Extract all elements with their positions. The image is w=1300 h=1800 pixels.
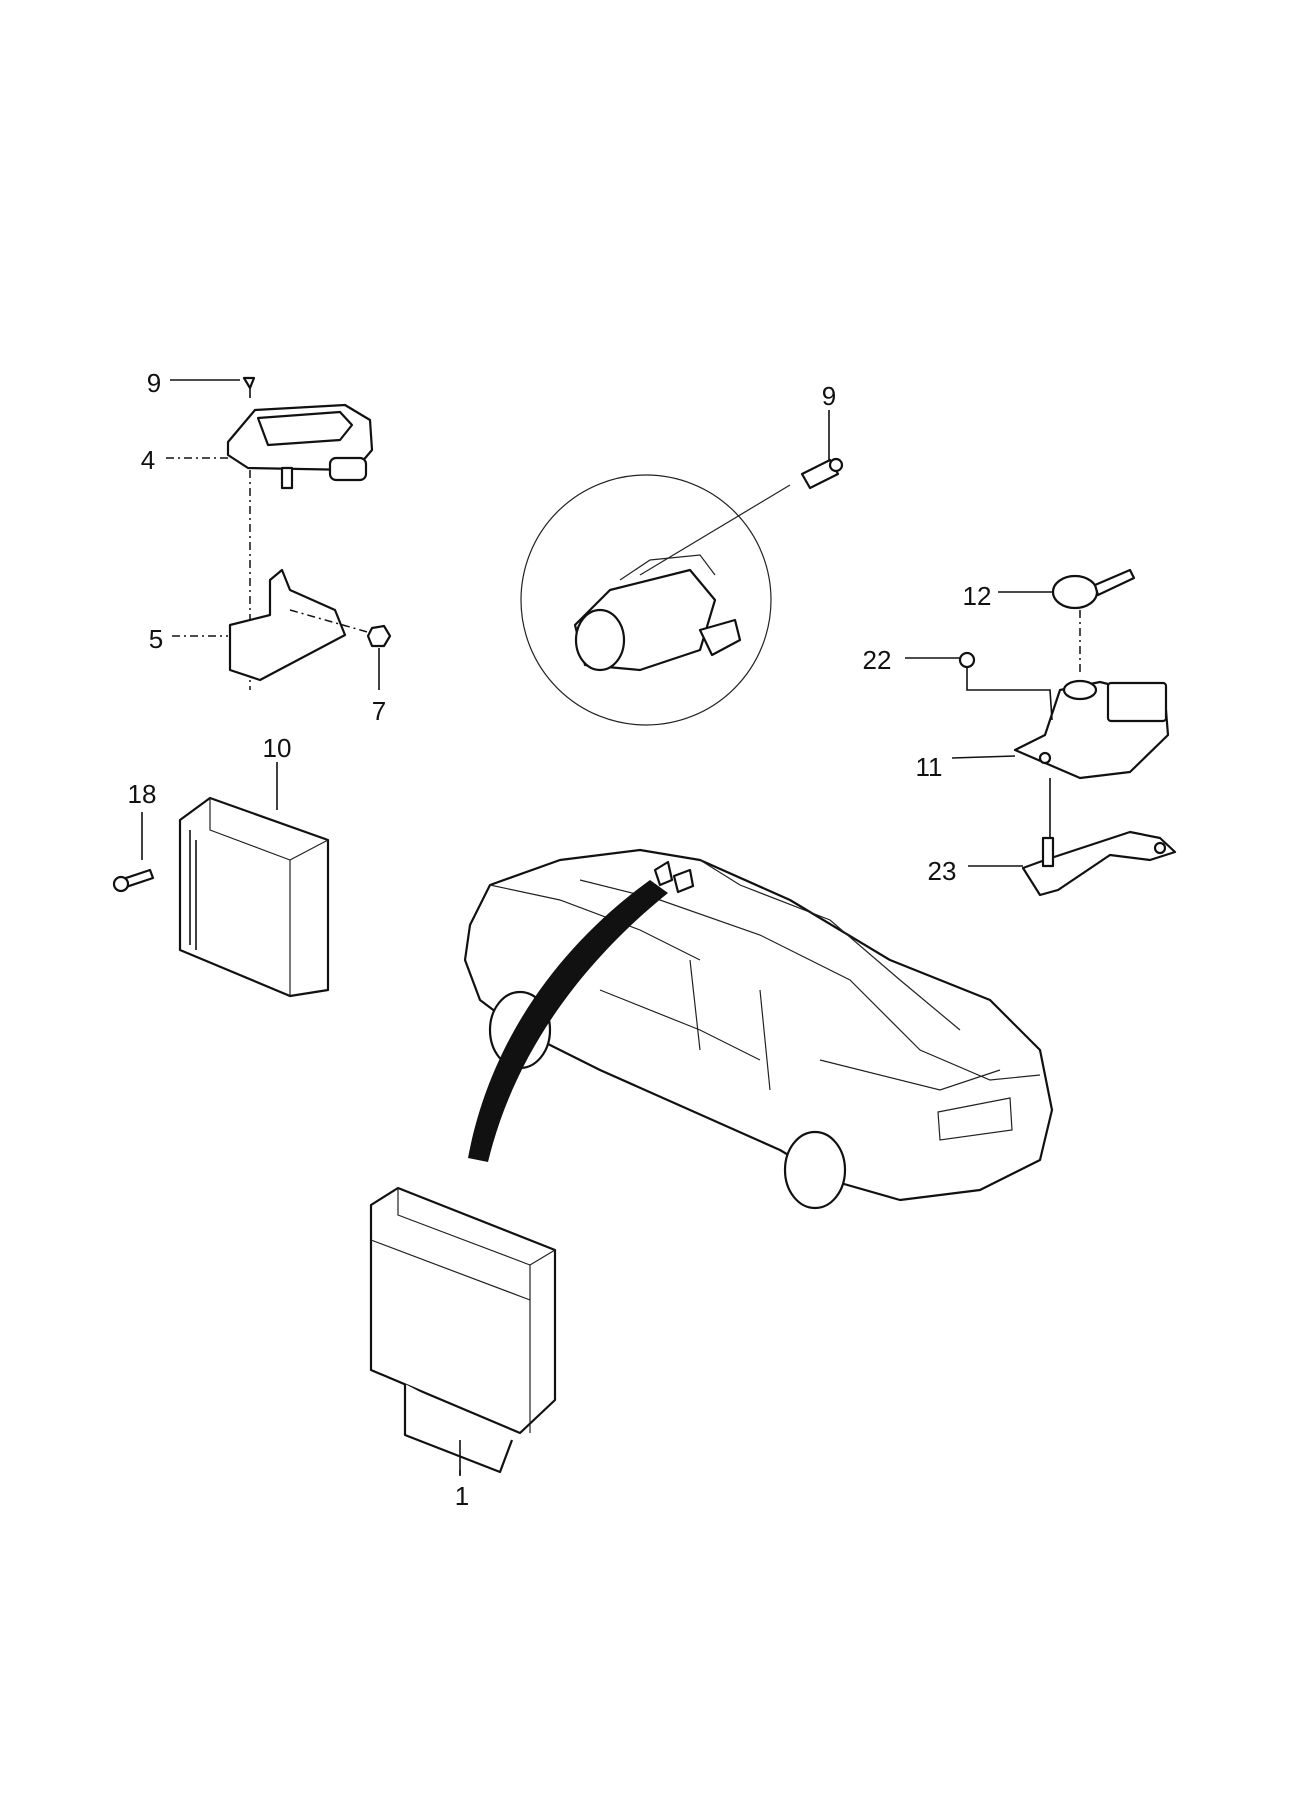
part-23-bracket <box>1021 830 1177 897</box>
part-1-ecu <box>369 1186 557 1474</box>
assembly-line <box>289 609 379 636</box>
part-5-bracket <box>228 568 347 682</box>
part-9-sensor <box>800 457 844 490</box>
part-22-nut <box>958 651 976 669</box>
callout-18: 18 <box>128 779 157 809</box>
leader-line <box>951 755 1016 759</box>
part-10-module <box>178 796 330 998</box>
callout-7: 7 <box>372 696 386 726</box>
callout-9: 9 <box>822 381 836 411</box>
throttle-body-detail <box>520 474 791 726</box>
part-7-nut <box>366 624 392 648</box>
callout-12: 12 <box>963 581 992 611</box>
part-11-actuator <box>1013 679 1170 780</box>
leader-line <box>966 667 1053 721</box>
part-4-sensor <box>226 403 374 490</box>
callout-6: 9 <box>147 368 161 398</box>
callout-5: 5 <box>149 624 163 654</box>
callout-22: 22 <box>863 645 892 675</box>
callout-1: 1 <box>455 1481 469 1511</box>
callout-10: 10 <box>263 733 292 763</box>
part-18-bolt <box>112 868 155 893</box>
location-arrow <box>468 880 668 1162</box>
part-12-sensor <box>1051 568 1136 610</box>
vehicle-illustration <box>463 848 1054 1210</box>
part-6-screw <box>242 376 256 398</box>
callout-4: 4 <box>141 445 155 475</box>
callout-23: 23 <box>928 856 957 886</box>
callout-11: 11 <box>916 752 943 782</box>
